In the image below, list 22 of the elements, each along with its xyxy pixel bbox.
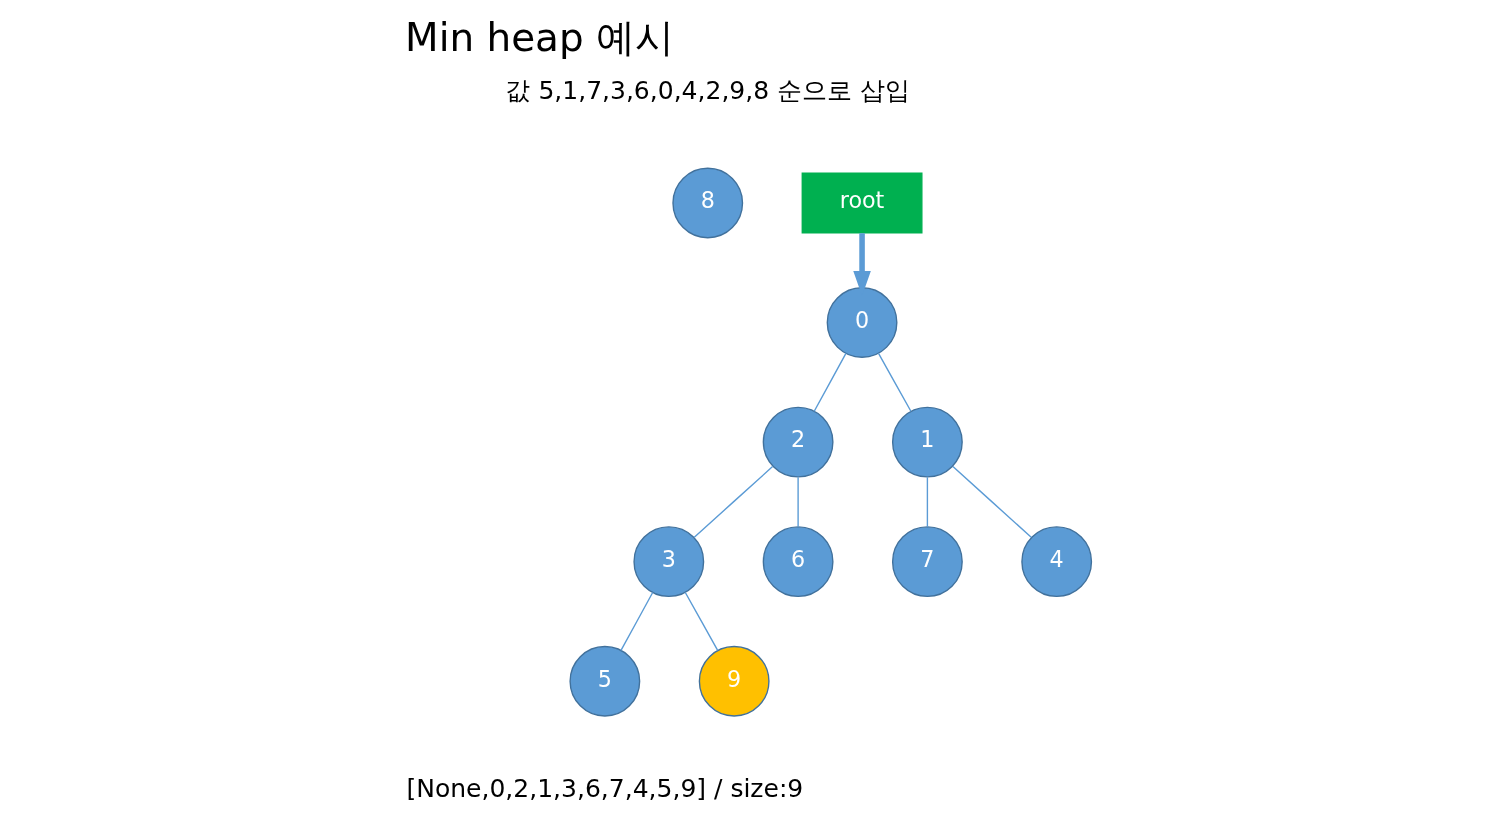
node-circle: 1 [891,406,963,478]
node-circle: 2 [762,406,834,478]
connector [684,591,719,652]
node-box: root [801,172,923,234]
connector [813,352,847,412]
connector [797,476,799,528]
node-circle: 6 [762,526,834,598]
node-circle: 0 [826,287,898,358]
node-circle: 4 [1021,526,1093,598]
node-circle: 3 [633,526,705,598]
node-circle: 5 [569,645,641,717]
connector [693,465,774,538]
node-circle: 7 [891,526,963,598]
label: [None,0,2,1,3,6,7,4,5,9] / size:9 [406,774,804,804]
diagram-title: Min heap 예시 [405,14,674,60]
label: 값 5,1,7,3,6,0,4,2,9,8 순으로 삽입 [505,76,911,106]
node-circle: 9 [698,645,770,717]
connector [926,476,929,528]
connector [877,352,912,412]
connector [620,591,654,652]
connector [952,465,1032,538]
node-circle: 8 [672,167,744,239]
